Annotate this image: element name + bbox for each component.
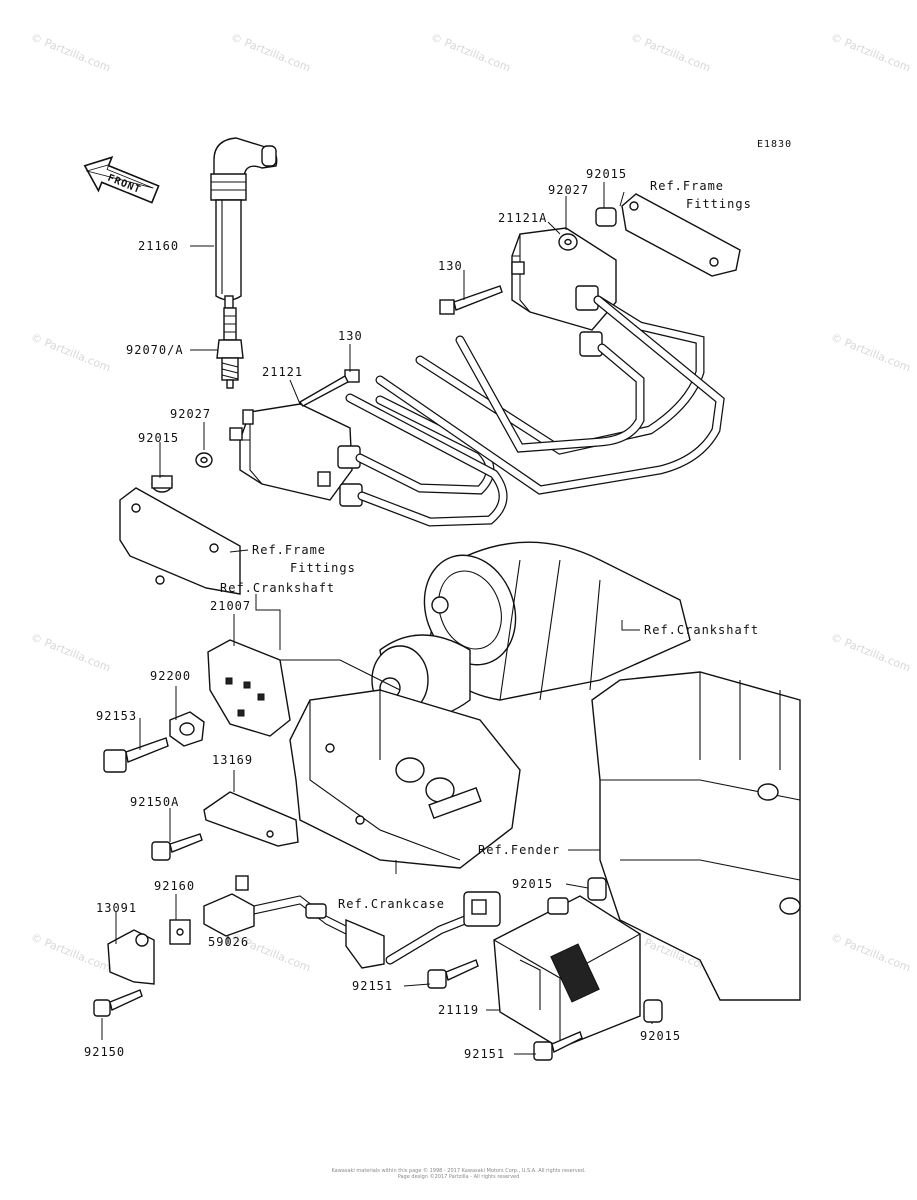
- callout-ref-crankshaft-a[interactable]: Ref.Crankshaft: [220, 581, 335, 595]
- ignition-leads: [345, 295, 725, 527]
- callout-92015-d[interactable]: 92015: [640, 1029, 681, 1043]
- bolt: [103, 737, 169, 773]
- callout-ref-crankshaft-b[interactable]: Ref.Crankshaft: [644, 623, 759, 637]
- frame-fitting-rear: [621, 193, 741, 277]
- callout-21119[interactable]: 21119: [438, 1003, 479, 1017]
- callout-130-front[interactable]: 130: [338, 329, 363, 343]
- plate: [203, 791, 299, 847]
- washer-92027-front: [195, 452, 213, 468]
- pickup-coil: [203, 875, 501, 969]
- watermark: © Partzilla.com: [829, 31, 913, 75]
- fender: [591, 671, 801, 1001]
- callout-21007[interactable]: 21007: [210, 599, 251, 613]
- crankshaft: [371, 541, 691, 719]
- watermark: © Partzilla.com: [429, 31, 513, 75]
- callout-13091[interactable]: 13091: [96, 901, 137, 915]
- bolt-92150: [93, 989, 143, 1017]
- callout-130-rear[interactable]: 130: [438, 259, 463, 273]
- front-arrow-icon: FRONT: [83, 156, 160, 204]
- callout-fittings-front: Fittings: [290, 561, 356, 575]
- callout-13169[interactable]: 13169: [212, 753, 253, 767]
- callout-92151-b[interactable]: 92151: [464, 1047, 505, 1061]
- callout-59026[interactable]: 59026: [208, 935, 249, 949]
- callout-92070a[interactable]: 92070/A: [126, 343, 184, 357]
- spark-plug: [216, 307, 244, 389]
- watermark: © Partzilla.com: [29, 631, 113, 675]
- collar-92015-c: [587, 877, 607, 901]
- timing-rotor: [207, 639, 401, 737]
- callout-21121[interactable]: 21121: [262, 365, 303, 379]
- callout-92200[interactable]: 92200: [150, 669, 191, 683]
- callout-21121a[interactable]: 21121A: [498, 211, 547, 225]
- callout-ref-frame-front[interactable]: Ref.Frame: [252, 543, 326, 557]
- watermark: © Partzilla.com: [29, 331, 113, 375]
- callout-92015-c[interactable]: 92015: [512, 877, 553, 891]
- igniter-unit: [493, 895, 641, 1049]
- callout-92160[interactable]: 92160: [154, 879, 195, 893]
- spark-plug-cap: [210, 137, 278, 309]
- collar-92015-rear: [595, 207, 617, 227]
- plate-92160: [169, 919, 191, 945]
- watermark: © Partzilla.com: [229, 31, 313, 75]
- watermark: © Partzilla.com: [629, 31, 713, 75]
- callout-92027-rear[interactable]: 92027: [548, 183, 589, 197]
- callout-92015-front[interactable]: 92015: [138, 431, 179, 445]
- callout-92015-rear[interactable]: 92015: [586, 167, 627, 181]
- callout-92153[interactable]: 92153: [96, 709, 137, 723]
- washer-92027-rear: [558, 233, 578, 251]
- nut: [169, 711, 205, 747]
- diagram-code: E1830: [757, 139, 792, 150]
- callout-92150[interactable]: 92150: [84, 1045, 125, 1059]
- leader-lines: [101, 182, 653, 1055]
- bolt-92151-b: [533, 1031, 583, 1061]
- watermark: © Partzilla.com: [29, 931, 113, 975]
- callout-92150a[interactable]: 92150A: [130, 795, 179, 809]
- bracket-13091: [107, 929, 155, 985]
- bolt-92150a: [151, 833, 203, 861]
- collar-92015-front: [151, 475, 173, 493]
- copyright-line: Page design ©2017 Partzilla - All rights…: [397, 1174, 520, 1180]
- watermark: © Partzilla.com: [829, 931, 913, 975]
- callout-ref-frame-rear[interactable]: Ref.Frame: [650, 179, 724, 193]
- callout-21160[interactable]: 21160: [138, 239, 179, 253]
- callout-92151-a[interactable]: 92151: [352, 979, 393, 993]
- collar-92015-d: [643, 999, 663, 1023]
- copyright-line: Kawasaki materials within this page © 19…: [331, 1168, 586, 1174]
- callout-ref-crankcase[interactable]: Ref.Crankcase: [338, 897, 445, 911]
- watermark: © Partzilla.com: [829, 331, 913, 375]
- copyright-notice: Kawasaki materials within this page © 19…: [0, 1168, 917, 1180]
- crankcase: [289, 689, 521, 869]
- callout-ref-fender[interactable]: Ref.Fender: [478, 843, 560, 857]
- frame-fitting-front: [119, 487, 241, 595]
- watermark: © Partzilla.com: [829, 631, 913, 675]
- bolt-92151-a: [427, 959, 479, 989]
- ignition-coil-rear: [439, 227, 617, 357]
- callout-92027-front[interactable]: 92027: [170, 407, 211, 421]
- callout-labels: 21160 92070/A 21121 130 92027 92015 130 …: [84, 167, 759, 1061]
- watermark: © Partzilla.com: [29, 31, 113, 75]
- callout-fittings-rear: Fittings: [686, 197, 752, 211]
- ignition-coil-front: [229, 369, 363, 507]
